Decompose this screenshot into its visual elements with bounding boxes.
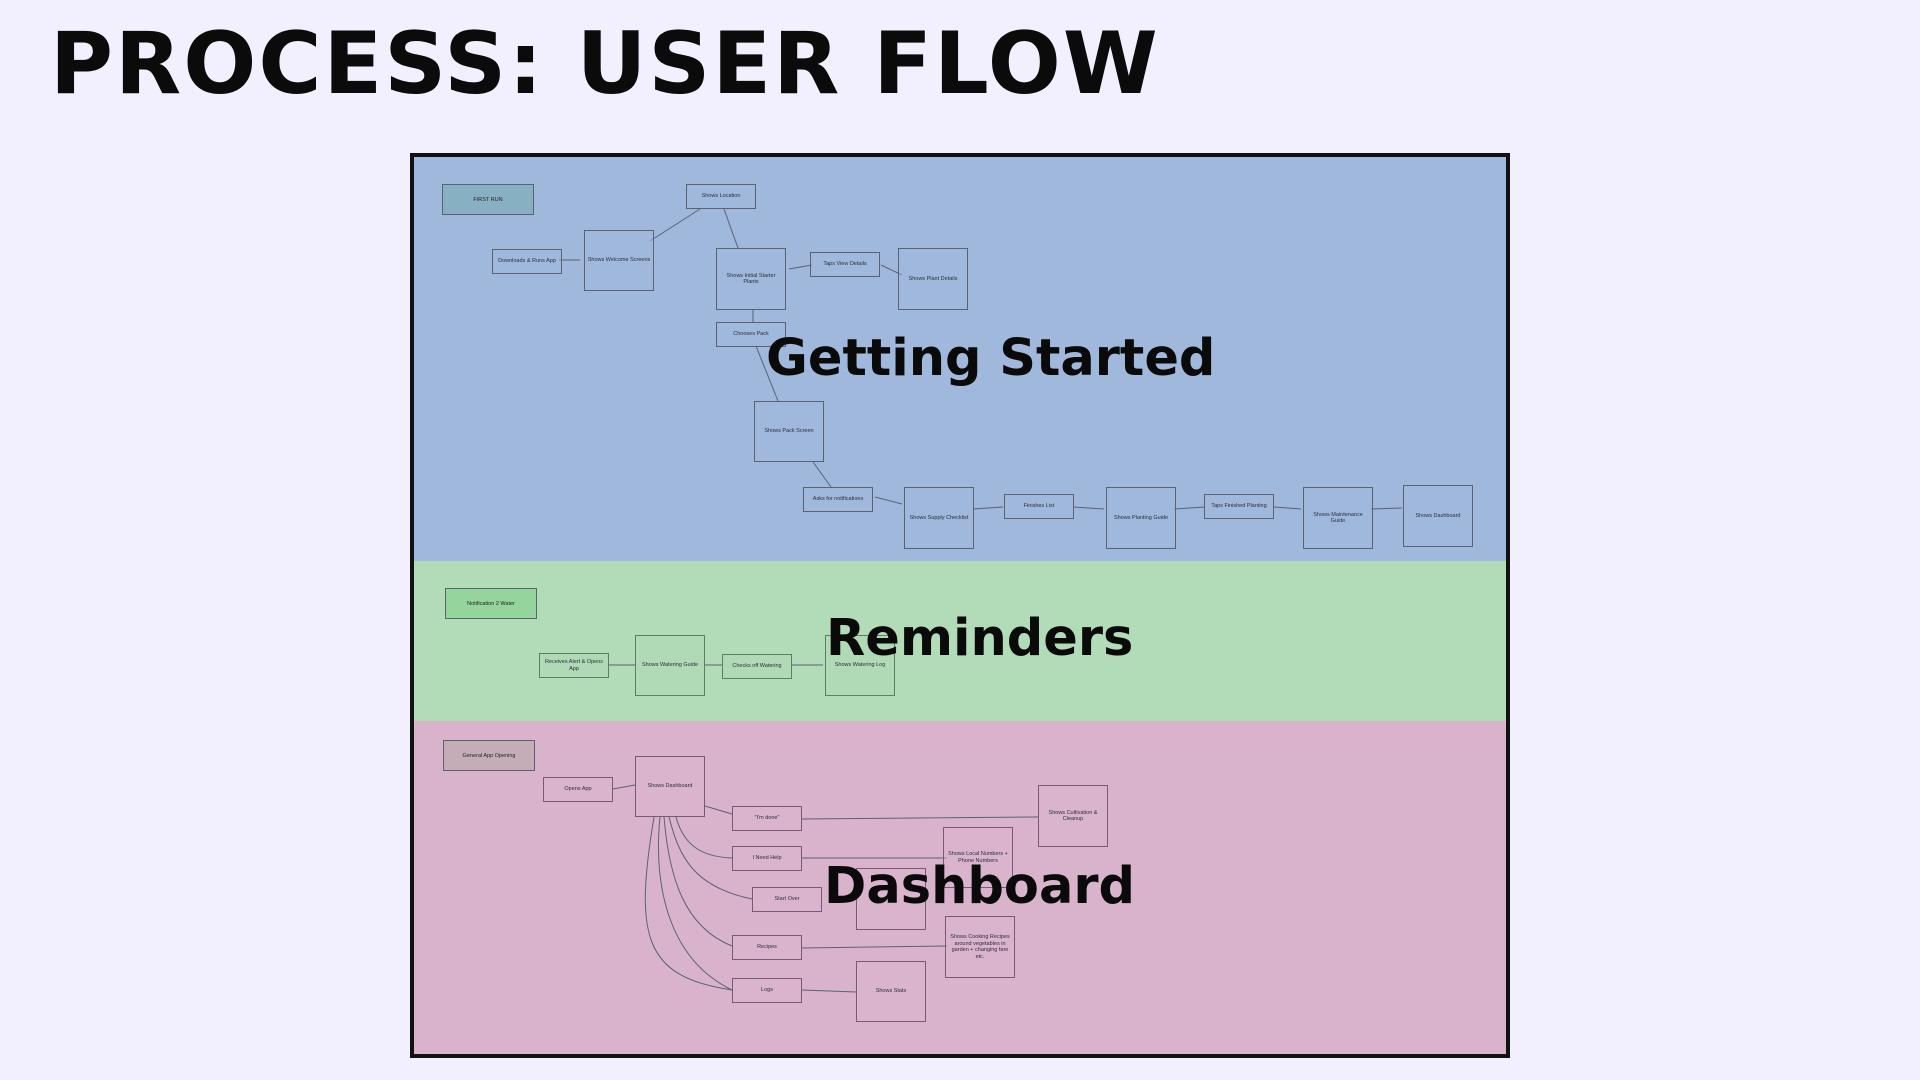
lane-reminders [414, 561, 1506, 721]
user-flow-diagram: FIRST RUN Downloads & Runs App Shows Wel… [410, 153, 1510, 1058]
node-opens-app: Opens App [543, 777, 613, 802]
node-logs: Logs [732, 978, 802, 1003]
node-local-numbers: Shows Local Numbers + Phone Numbers [943, 827, 1013, 888]
node-checks-watering: Checks off Watering [722, 654, 792, 679]
node-start-over-screen [856, 868, 926, 930]
node-notifications: Asks for notifications [803, 487, 873, 512]
lane-tag-notification: Notification 2 Water [445, 588, 537, 619]
section-label-dashboard: Dashboard [824, 857, 1136, 916]
node-location: Shows Location [686, 184, 756, 209]
lane-tag-general-opening: General App Opening [443, 740, 535, 771]
node-stats: Shows Stats [856, 961, 926, 1022]
node-dashboard: Shows Dashboard [1403, 485, 1473, 547]
node-watering-log: Shows Watering Log [825, 635, 895, 696]
node-maintenance-guide: Shows Maintenance Guide [1303, 487, 1373, 549]
node-downloads: Downloads & Runs App [492, 249, 562, 274]
node-plant-details: Shows Plant Details [898, 248, 968, 310]
node-start-over: Start Over [752, 887, 822, 912]
node-cooking-recipes: Shows Cooking Recipes around vegetables … [945, 916, 1015, 978]
node-taps-finished: Taps Finished Planting [1204, 494, 1274, 519]
node-finishes-list: Finishes List [1004, 494, 1074, 519]
section-label-reminders: Reminders [826, 609, 1134, 668]
node-pack-screen: Shows Pack Screen [754, 401, 824, 462]
node-chooses-pack: Chooses Pack [716, 322, 786, 347]
lane-tag-first-run: FIRST RUN [442, 184, 534, 215]
node-shows-dashboard: Shows Dashboard [635, 756, 705, 817]
node-im-done: "I'm done" [732, 806, 802, 831]
node-supply-checklist: Shows Supply Checklist [904, 487, 974, 549]
node-welcome-screens: Shows Welcome Screens [584, 230, 654, 291]
node-planting-guide: Shows Planting Guide [1106, 487, 1176, 549]
node-watering-guide: Shows Watering Guide [635, 635, 705, 696]
section-label-getting-started: Getting Started [766, 329, 1216, 388]
node-taps-view-details: Taps View Details [810, 252, 880, 277]
node-receives-alert: Receives Alert & Opens App [539, 653, 609, 678]
node-initial-plants: Shows Initial Starter Plants [716, 248, 786, 310]
page-title: PROCESS: USER FLOW [50, 14, 1160, 114]
node-need-help: I Need Help [732, 846, 802, 871]
node-recipes: Recipes [732, 935, 802, 960]
node-cultivation-cleanup: Shows Cultivation & Cleanup [1038, 785, 1108, 847]
flow-connectors [414, 157, 1506, 1054]
